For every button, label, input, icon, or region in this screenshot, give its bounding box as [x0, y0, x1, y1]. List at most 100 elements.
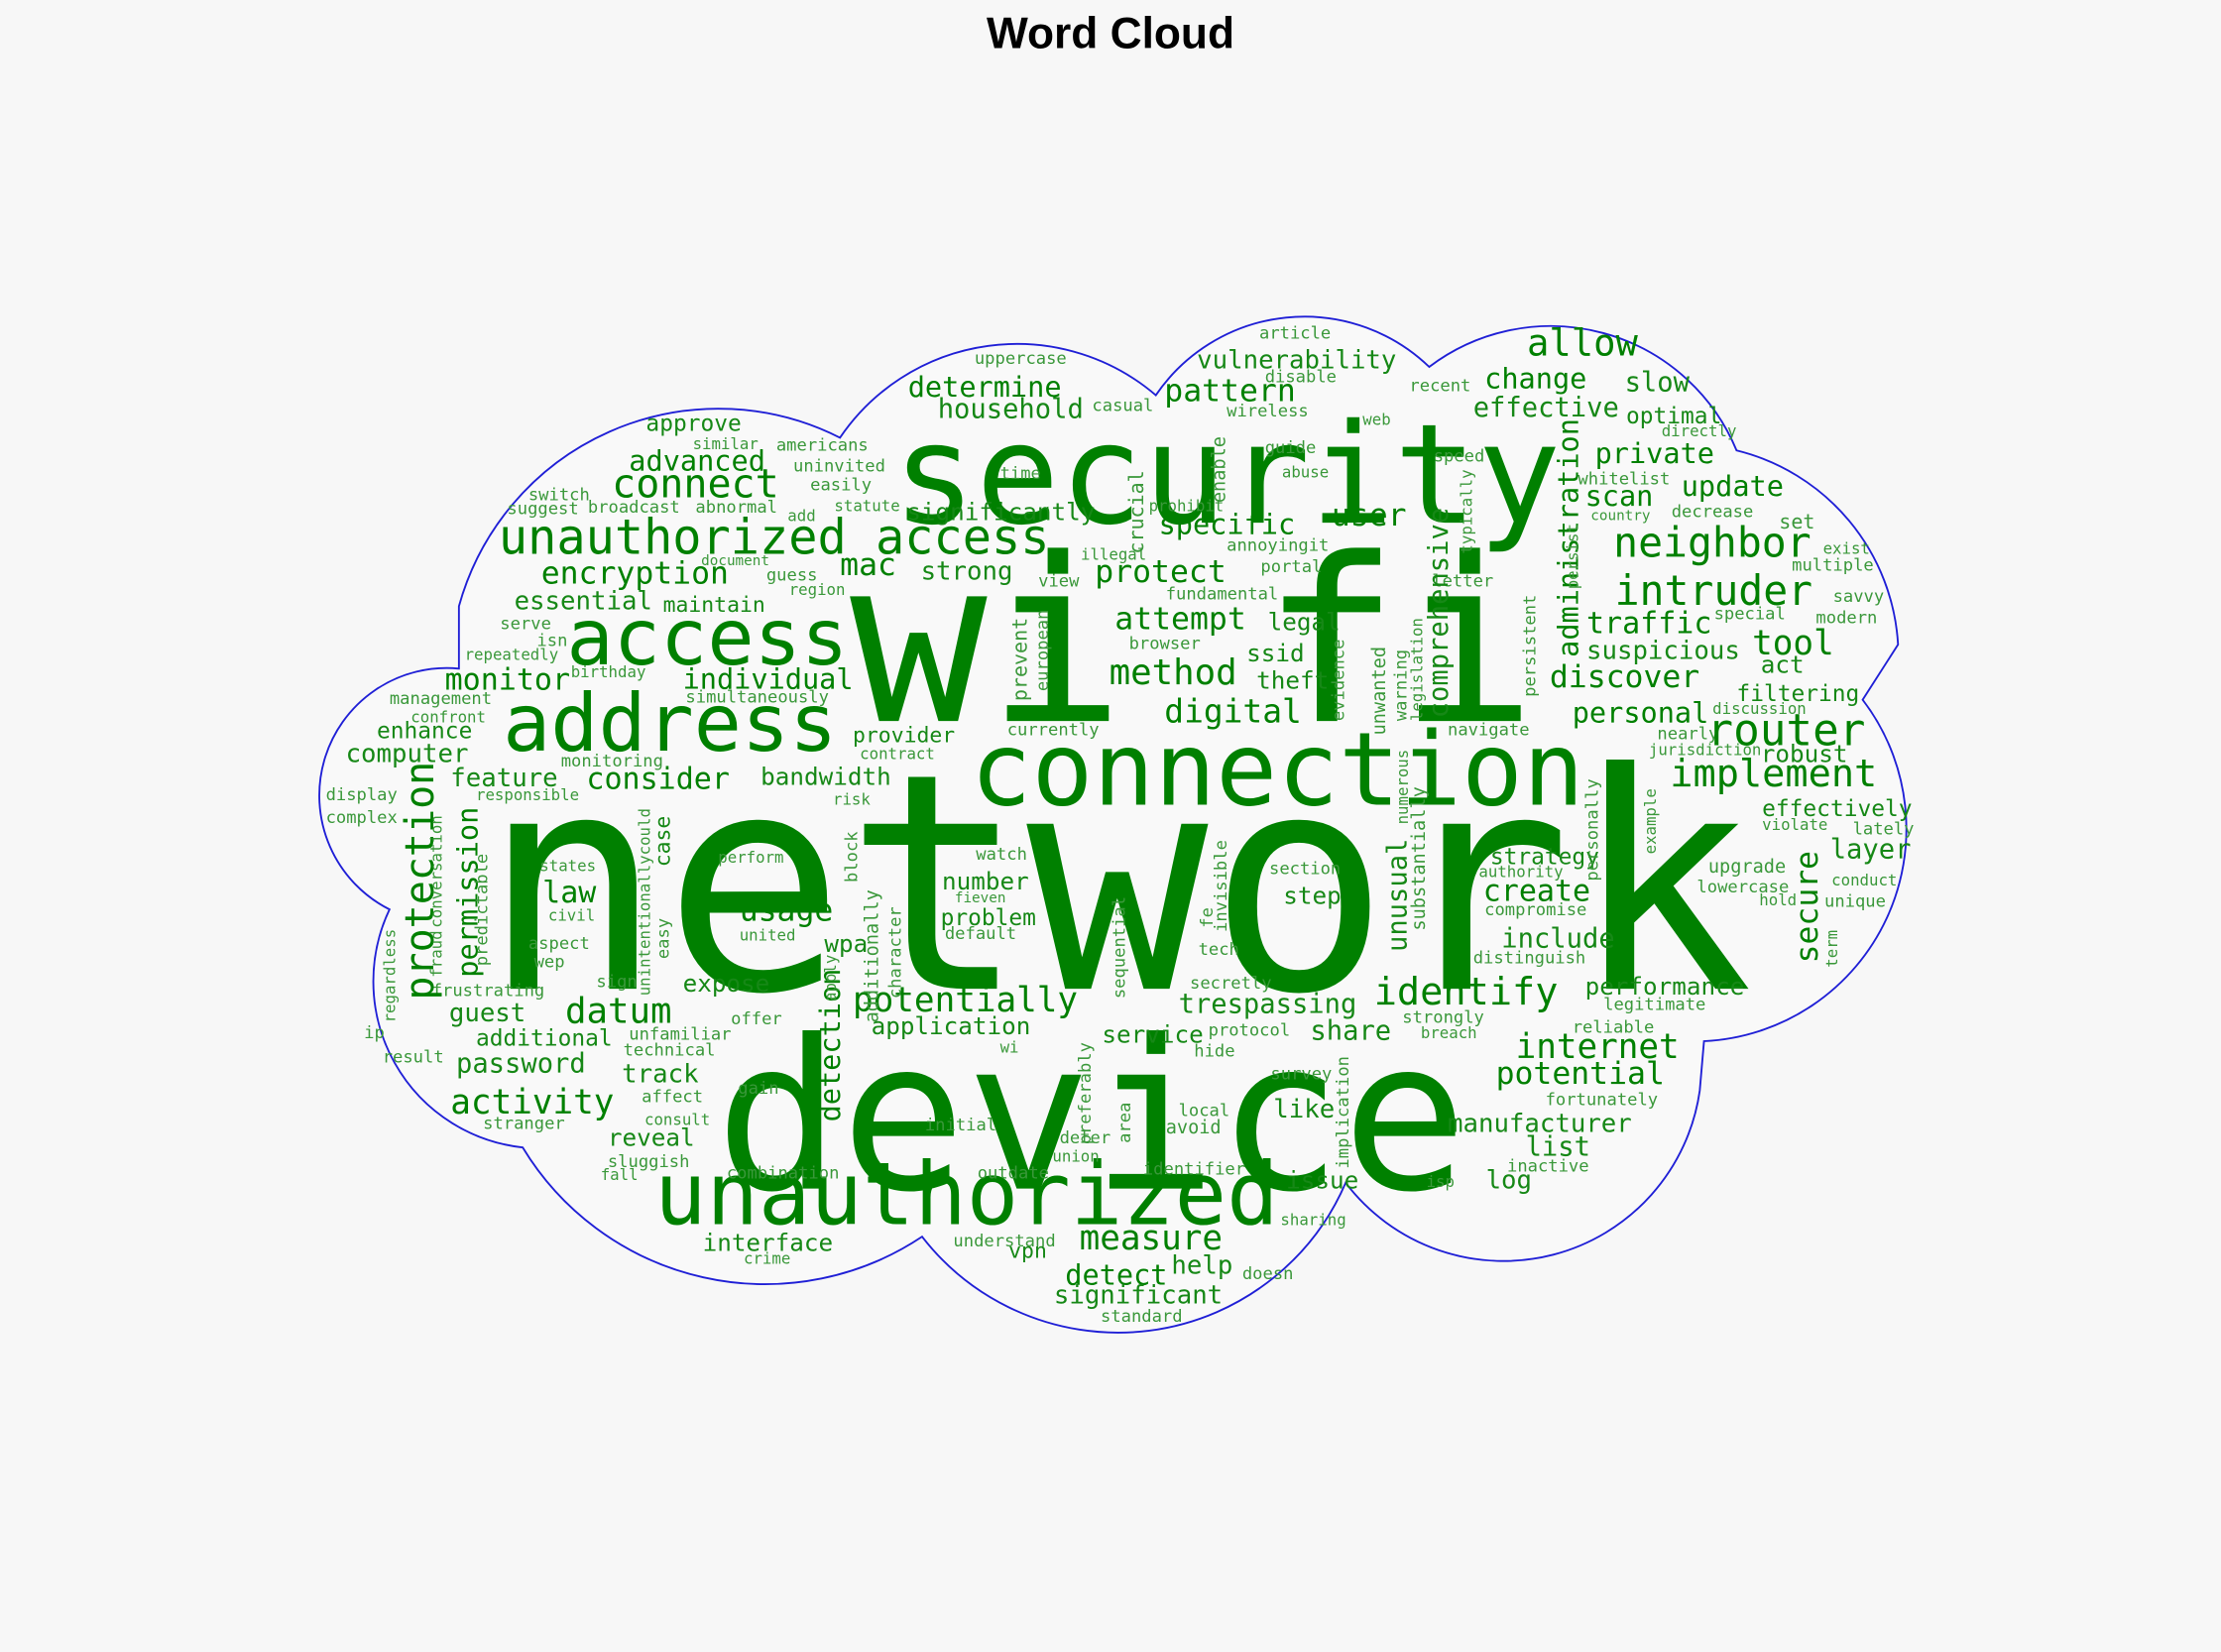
- word-lately: lately: [1852, 818, 1915, 839]
- word-application: application: [871, 1011, 1031, 1041]
- word-breach: breach: [1420, 1023, 1477, 1042]
- word-attempt: attempt: [1114, 602, 1246, 639]
- word-default: default: [944, 923, 1017, 944]
- word-optimal: optimal: [1625, 403, 1722, 430]
- word-protect: protect: [1095, 555, 1227, 592]
- word-whitelist: whitelist: [1578, 468, 1671, 489]
- word-bandwidth: bandwidth: [760, 763, 891, 791]
- word-step: step: [1283, 882, 1342, 910]
- word-contract: contract: [860, 744, 935, 764]
- word-device: device: [715, 996, 1468, 1239]
- word-fall: fall: [600, 1165, 639, 1184]
- word-directly: directly: [1661, 421, 1737, 440]
- word-discussion: discussion: [1712, 699, 1807, 718]
- word-uninvited: uninvited: [792, 455, 885, 476]
- word-router: router: [1706, 704, 1866, 757]
- word-implement: implement: [1670, 752, 1878, 796]
- word-authority: authority: [1478, 862, 1564, 882]
- word-evidence: evidence: [1328, 639, 1348, 722]
- word-switch: switch: [527, 484, 590, 505]
- cloud-shape: [318, 315, 1908, 1334]
- word-united: united: [739, 925, 796, 945]
- word-case: case: [649, 815, 676, 868]
- word-preferably: preferably: [1075, 1042, 1096, 1145]
- word-tech: tech: [1198, 938, 1239, 959]
- word-guess: guess: [765, 564, 818, 585]
- word-compromise: compromise: [1484, 898, 1587, 919]
- word-complex: complex: [325, 806, 398, 827]
- word-unfamiliar: unfamiliar: [629, 1023, 732, 1044]
- word-typically: typically: [1457, 469, 1476, 554]
- word-recent: recent: [1409, 375, 1471, 396]
- word-repeatedly: repeatedly: [464, 645, 559, 664]
- word-modern: modern: [1815, 607, 1878, 628]
- word-civil: civil: [547, 905, 596, 925]
- word-sequential: sequential: [1109, 895, 1129, 1000]
- word-slow: slow: [1624, 366, 1690, 399]
- word-prevent: prevent: [1009, 617, 1033, 702]
- word-warning: warning: [1390, 649, 1411, 722]
- word-address: address: [503, 678, 838, 771]
- word-wpa: wpa: [824, 929, 869, 959]
- word-wi: wi: [999, 1037, 1019, 1057]
- word-isn: isn: [536, 630, 568, 650]
- word-help: help: [1171, 1249, 1233, 1280]
- word-americans: americans: [775, 434, 869, 455]
- word-discover: discover: [1549, 660, 1700, 696]
- word-vpn: vpn: [1008, 1238, 1047, 1264]
- word-conduct: conduct: [1831, 871, 1898, 889]
- word-nearly: nearly: [1657, 723, 1719, 744]
- word-abnormal: abnormal: [695, 497, 777, 518]
- word-additional: additional: [475, 1024, 613, 1052]
- word-fieven: fieven: [954, 889, 1006, 906]
- word-specific: specific: [1158, 507, 1296, 541]
- word-predictable: predictable: [471, 853, 492, 967]
- word-sign: sign: [596, 971, 638, 992]
- word-access: access: [566, 592, 849, 683]
- word-inactive: inactive: [1506, 1155, 1589, 1176]
- word-persistent: persistent: [1519, 594, 1540, 697]
- word-pattern: pattern: [1164, 374, 1296, 411]
- word-law: law: [542, 876, 597, 910]
- word-strategy: strategy: [1489, 843, 1599, 871]
- word-understand: understand: [953, 1231, 1056, 1251]
- word-savvy: savvy: [1832, 586, 1885, 607]
- word-upgrade: upgrade: [1707, 857, 1787, 879]
- word-private: private: [1594, 435, 1714, 471]
- word-log: log: [1485, 1165, 1533, 1196]
- word-european: european: [1032, 609, 1053, 692]
- word-conversation: conversation: [427, 815, 446, 928]
- word-determine: determine: [907, 369, 1062, 405]
- word-fundamental: fundamental: [1165, 583, 1279, 604]
- word-local: local: [1178, 1100, 1230, 1121]
- word-effectively: effectively: [1762, 794, 1913, 823]
- word-digital: digital: [1164, 694, 1302, 732]
- word-suspicious: suspicious: [1585, 635, 1740, 665]
- word-suggest: suggest: [507, 498, 579, 519]
- word-monitor: monitor: [444, 662, 571, 698]
- word-ip: ip: [364, 1022, 385, 1043]
- word-section: section: [1268, 858, 1342, 879]
- word-track: track: [622, 1059, 699, 1090]
- word-apply: apply: [821, 954, 841, 1002]
- word-fortunately: fortunately: [1545, 1089, 1659, 1110]
- word-country: country: [1590, 508, 1651, 524]
- word-create: create: [1482, 874, 1591, 908]
- word-similar: similar: [692, 434, 759, 453]
- word-web: web: [1362, 410, 1391, 429]
- word-document: document: [701, 552, 769, 569]
- word-easy: easy: [652, 917, 673, 960]
- word-stranger: stranger: [483, 1113, 565, 1133]
- chart-title: Word Cloud: [986, 8, 1235, 59]
- word-connect: connect: [612, 460, 779, 508]
- word-maintain: maintain: [662, 592, 765, 619]
- word-combination: combination: [726, 1162, 840, 1183]
- word-password: password: [455, 1047, 586, 1080]
- word-vulnerability: vulnerability: [1197, 345, 1397, 376]
- word-significant: significant: [1053, 1279, 1224, 1310]
- word-network: network: [481, 709, 1754, 1061]
- word-currently: currently: [1006, 719, 1100, 740]
- word-states: states: [539, 856, 597, 876]
- word-enable: enable: [1209, 436, 1231, 504]
